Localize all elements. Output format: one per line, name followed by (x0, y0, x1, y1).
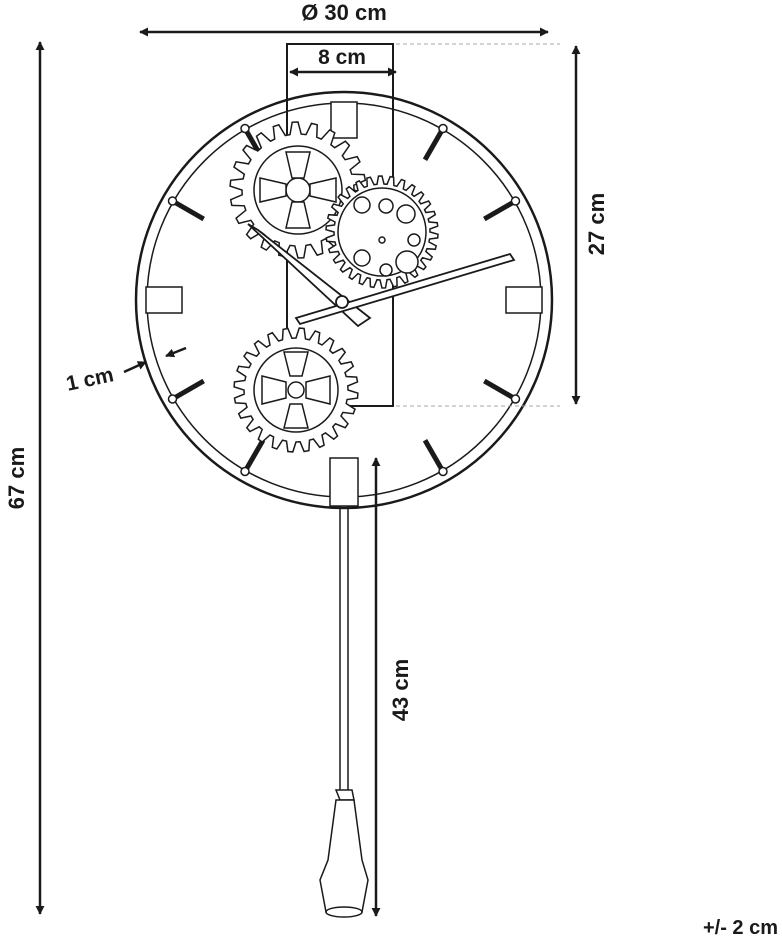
rim-arrow-right (165, 346, 187, 358)
hour-marker (330, 101, 358, 139)
minute-hand (294, 252, 516, 326)
hour-marker (422, 439, 448, 477)
lower-gear (233, 327, 359, 453)
bracket-height-label: 27 cm (584, 193, 609, 255)
dimension-lines (35, 27, 581, 917)
center-cap (335, 295, 349, 309)
hour-marker (422, 123, 448, 161)
hour-marker (167, 196, 205, 222)
total-height-label: 67 cm (4, 447, 29, 509)
tolerance-label: +/- 2 cm (703, 917, 778, 939)
upper-gear (229, 121, 367, 259)
rim-thickness-label: 1 cm (64, 363, 116, 395)
pendulum (319, 457, 369, 918)
hour-marker (240, 439, 266, 477)
rim-arrow-left (123, 360, 147, 374)
hour-marker (167, 378, 205, 404)
bracket-width-label: 8 cm (318, 46, 366, 69)
pendulum-length-label: 43 cm (388, 659, 413, 721)
hour-marker (483, 378, 521, 404)
hour-marker (505, 286, 543, 314)
guide-lines (396, 43, 560, 407)
middle-gear (325, 175, 439, 289)
diameter-label: Ø 30 cm (301, 0, 387, 25)
hour-marker (145, 286, 183, 314)
clock-hands (247, 223, 516, 328)
hour-marker (483, 196, 521, 222)
